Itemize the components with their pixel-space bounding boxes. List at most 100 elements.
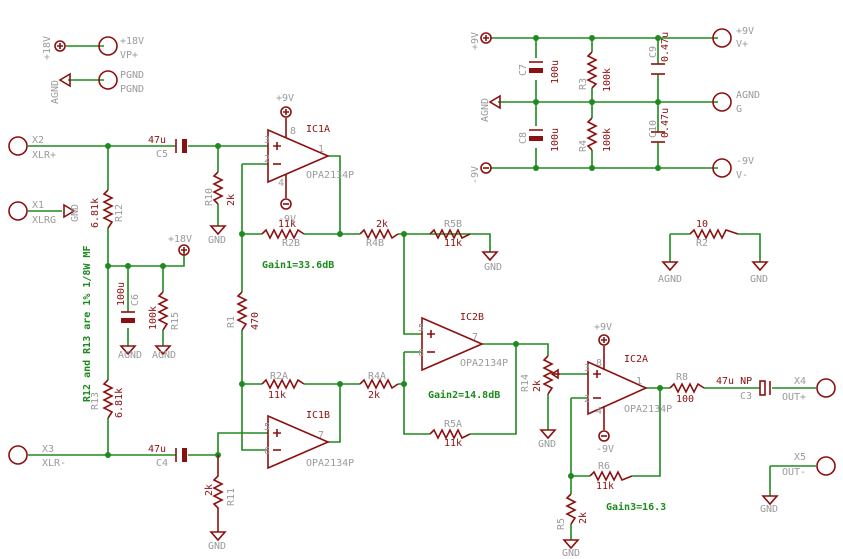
ic2b-name: IC2B (460, 312, 484, 323)
r3-name: R3 (578, 78, 589, 90)
x2-name: X2 (32, 135, 44, 146)
ic1a-pin2: 2 (264, 154, 270, 165)
opamp-ic2a: 3 2 1 8 4 IC2A OPA2134P (584, 346, 672, 430)
supply-agnd: AGND AGND G (480, 90, 760, 122)
ic2a-pin2: 2 (584, 394, 590, 405)
gnd-r11-label: GND (208, 541, 226, 552)
gnd-r10-label: GND (208, 235, 226, 246)
r8-name: R8 (676, 372, 688, 383)
vpos-conn-name: V+ (736, 39, 748, 50)
agnd-r2-label: AGND (658, 274, 682, 285)
gnd-r5-label: GND (562, 548, 580, 559)
c7-value: 100u (550, 60, 561, 84)
ic1a-pin1: 1 (318, 144, 324, 155)
bias-vpos-supply: +18V (168, 234, 192, 256)
x3-name: X3 (42, 444, 54, 455)
c4-name: C4 (156, 458, 168, 469)
r2a-name: R2A (270, 371, 288, 382)
r6-name: R6 (598, 461, 610, 472)
r11-name: R11 (226, 488, 237, 506)
c6-value: 100u (116, 282, 127, 306)
vneg-in-label: -9V (470, 166, 481, 184)
x4-name: X4 (794, 376, 806, 387)
wires (28, 37, 816, 540)
r4-name: R4 (578, 140, 589, 152)
r2-name: R2 (696, 238, 708, 249)
x2-signal: XLR+ (32, 150, 56, 161)
r8-value: 100 (676, 394, 694, 405)
capacitor-c5: 47u C5 (148, 135, 187, 160)
gnd-symbols: GND GND GND GND GND GND GND AGND AGND AG… (118, 225, 779, 559)
ic1a-vneg-label: -9V (278, 214, 296, 225)
x4-signal: OUT+ (782, 392, 806, 403)
gain3-note: Gain3=16.3 (606, 501, 666, 513)
resistor-r1: R1 470 (226, 291, 261, 331)
r2-value: 10 (696, 219, 708, 230)
supply-vp: +18V +18V VP+ (42, 36, 144, 61)
connector-x2: X2 XLR+ (8, 135, 56, 161)
vneg-conn-v: -9V (736, 156, 754, 167)
bias-vpos-label: +18V (168, 234, 192, 245)
x1-signal: XLRG (32, 215, 56, 226)
ic2a-vpos-supply: +9V (594, 322, 612, 346)
r10-value: 2k (226, 194, 237, 206)
resistor-r3: R3 100k (578, 51, 613, 92)
x5-name: X5 (794, 452, 806, 463)
c8-value: 100u (550, 128, 561, 152)
ic1a-pin4: 4 (278, 178, 284, 189)
opamp-ic1a: 3 2 1 8 4 IC1A OPA2134P (264, 118, 354, 198)
resistor-r12: R12 6.81k (90, 189, 125, 229)
ic2b-pin7: 7 (472, 332, 478, 343)
c8-name: C8 (518, 132, 529, 144)
ic2a-pin4: 4 (596, 406, 602, 417)
resistor-r2b: 11k R2B (261, 219, 305, 249)
supply-vpos: +9V +9V V+ (470, 26, 754, 50)
capacitor-c6: 100u C6 (116, 282, 141, 323)
gnd-r14-label: GND (538, 439, 556, 450)
ic1a-pin3: 3 (264, 135, 270, 146)
r4b-value: 2k (376, 219, 388, 230)
r2b-value: 11k (278, 219, 296, 230)
r5b-name: R5B (444, 219, 462, 230)
connector-x3: X3 XLR- (8, 444, 66, 469)
capacitor-c3: 47u NP C3 (716, 376, 771, 402)
r1-value: 470 (250, 312, 261, 330)
ic2a-name: IC2A (624, 354, 648, 365)
resistor-r5b: R5B 11k (429, 219, 471, 249)
ic2b-type: OPA2134P (460, 358, 508, 369)
gain2-note: Gain2=14.8dB (428, 389, 500, 401)
agnd-conn-v: AGND (736, 90, 760, 101)
r15-value: 100k (148, 306, 159, 330)
r11-value: 2k (204, 484, 215, 496)
supply-pgnd: AGND PGND PGND (50, 70, 144, 104)
ic2a-pin1: 1 (636, 376, 642, 387)
ic2a-vpos-label: +9V (594, 322, 612, 333)
c9-name: C9 (648, 46, 659, 58)
potentiometer-r14: R14 2k (520, 355, 560, 395)
vpos-in-label: +9V (470, 32, 481, 50)
c10-value: 0.47u (660, 108, 671, 138)
resistor-r2a: R2A 11k (261, 371, 305, 401)
ic1b-type: OPA2134P (306, 458, 354, 469)
capacitor-c7: C7 100u (518, 60, 561, 84)
vpos-conn-v: +9V (736, 26, 754, 37)
r12-value: 6.81k (90, 198, 101, 228)
c5-value: 47u (148, 135, 166, 146)
r2a-value: 11k (268, 390, 286, 401)
gnd-r2-label: GND (750, 274, 768, 285)
agnd-c6-label: AGND (118, 350, 142, 361)
r14-name: R14 (520, 374, 531, 392)
ic2a-pin3: 3 (584, 363, 590, 374)
gnd-x5-label: GND (760, 504, 778, 515)
opamp-ic2b: 5 6 7 IC2B OPA2134P (418, 312, 508, 372)
agnd-r15-label: AGND (152, 350, 176, 361)
pgnd-connector-v: PGND (120, 70, 144, 81)
vneg-conn-name: V- (736, 170, 748, 181)
r5a-value: 11k (444, 438, 462, 449)
c4-value: 47u (148, 444, 166, 455)
pgnd-connector-name: PGND (120, 84, 144, 95)
resistor-r6: R6 11k (589, 461, 633, 492)
capacitor-c8: C8 100u (518, 128, 561, 152)
gain1-note: Gain1=33.6dB (262, 259, 334, 271)
x1-name: X1 (32, 200, 44, 211)
